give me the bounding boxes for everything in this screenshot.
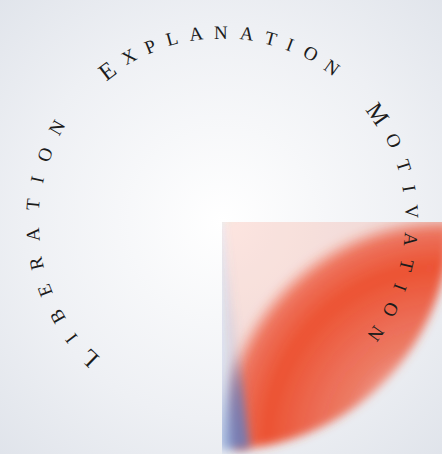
curved-letter: T xyxy=(23,198,43,211)
curved-letter: A xyxy=(188,23,204,44)
curved-letter: O xyxy=(300,42,321,65)
curved-letter: N xyxy=(46,117,69,138)
curved-letter: N xyxy=(364,322,387,344)
curved-letter: N xyxy=(321,55,343,78)
curved-letter: P xyxy=(142,35,159,57)
curved-letter: L xyxy=(76,344,103,371)
curved-letter: I xyxy=(27,175,47,185)
curved-letter: O xyxy=(382,131,405,152)
curved-letter: E xyxy=(34,282,56,300)
curved-letter: N xyxy=(214,22,228,41)
curved-letter: R xyxy=(26,255,47,272)
curved-letter: T xyxy=(393,157,415,174)
curved-letter: I xyxy=(390,282,410,295)
curved-letter: T xyxy=(263,28,279,49)
curved-letter: O xyxy=(379,299,402,320)
curved-letter: X xyxy=(118,45,139,68)
curved-letter: I xyxy=(399,183,419,193)
curved-letter: E xyxy=(94,57,120,85)
curved-letter: V xyxy=(402,205,422,220)
curved-letter: A xyxy=(22,227,42,242)
curved-letter: O xyxy=(33,145,56,165)
curved-letter: M xyxy=(362,98,394,129)
curved-letter: T xyxy=(396,258,417,274)
curved-letter: I xyxy=(62,330,81,347)
curved-letter: B xyxy=(46,306,69,326)
curved-letter: A xyxy=(401,232,421,247)
curved-letter: L xyxy=(164,28,180,49)
curved-letter: I xyxy=(284,35,297,55)
curved-letter: A xyxy=(239,23,255,44)
